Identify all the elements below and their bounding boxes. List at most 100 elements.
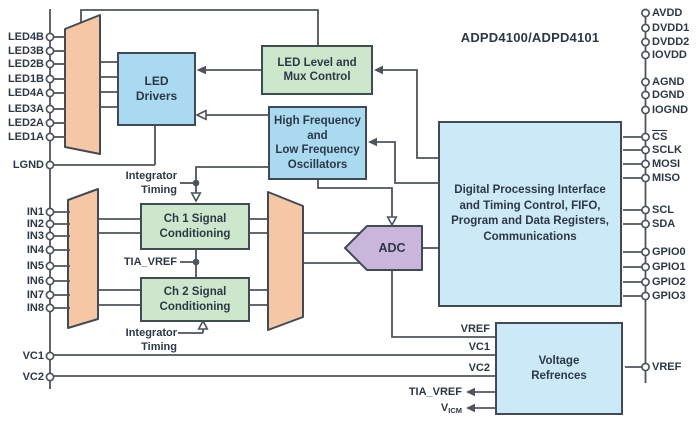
pin-sda (641, 219, 650, 229)
wire-inmux-to-ch2 (98, 289, 140, 306)
wire-ch1-to-outmux (250, 218, 268, 234)
arrow-into-ch1-top (190, 192, 202, 203)
wire-lgnd (50, 126, 156, 166)
pin-label-in2: IN2 (2, 217, 44, 231)
pin-label-led1b: LED1B (2, 72, 44, 86)
pin-label-agnd: AGND (652, 75, 697, 89)
pin-label-in6: IN6 (2, 274, 44, 288)
vc2-wire-label: VC2 (468, 362, 490, 374)
pin-label-dgnd: DGND (652, 88, 697, 102)
wire-osc-to-adc (317, 180, 393, 218)
pin-label-text: IN4 (26, 244, 44, 256)
block-text-line: and Timing Control, FIFO, (459, 199, 601, 212)
wire-osc-to-ch1-timing (195, 166, 268, 194)
pin-label-text: GPIO0 (652, 246, 686, 258)
pin-label-mosi: MOSI (652, 157, 697, 171)
pin-label-led3a: LED3A (2, 102, 44, 116)
pin-label-iovdd: IOVDD (652, 48, 697, 62)
pin-gpio0 (641, 247, 650, 257)
junction-integrator-timing (192, 179, 200, 187)
block-text-line: Integrator (125, 327, 177, 339)
pin-label-text: IN6 (26, 275, 44, 287)
pin-label-text: IN1 (26, 206, 44, 218)
pin-label-gpio0: GPIO0 (652, 245, 697, 259)
arrow-into-leddrivers-bottom (195, 109, 207, 121)
block-text-line: Refrences (531, 369, 587, 382)
pin-label-text: LED1A (7, 131, 44, 143)
block-text-line: LED (144, 74, 169, 88)
pin-vc1 (45, 351, 55, 361)
junction-tia-vref (192, 258, 200, 266)
pin-label-led1a: LED1A (2, 130, 44, 144)
pin-label-text: IN2 (26, 218, 44, 230)
pin-miso (641, 173, 650, 183)
block-text-line: Mux Control (283, 71, 351, 83)
pin-label-text: CS (652, 131, 668, 143)
pin-gpio2 (641, 277, 650, 287)
block-text-line: LED Level and (277, 56, 357, 69)
pin-label-text: LED3B (7, 45, 44, 57)
pin-in6 (45, 276, 55, 286)
pin-label-vc1: VC1 (2, 349, 44, 363)
wire-vref (391, 270, 495, 338)
pin-sclk (641, 145, 650, 155)
pin-in7 (45, 290, 55, 300)
pin-label-text: IN5 (26, 260, 44, 272)
pin-label-led2a: LED2A (2, 116, 44, 130)
arrow-into-leddrivers-top (196, 65, 206, 75)
pin-label-sda: SDA (652, 217, 697, 231)
adc-block (344, 225, 423, 271)
block-text-line: Drivers (135, 89, 178, 103)
pin-label-text: LED4B (7, 31, 44, 43)
pin-led4a (45, 88, 55, 98)
pin-label-text: DVDD2 (652, 36, 690, 48)
pin-label-text: GPIO2 (652, 276, 686, 288)
pin-label-text: VREF (652, 361, 682, 373)
pin-label-gpio1: GPIO1 (652, 260, 697, 274)
pin-label-text: IN8 (26, 302, 44, 314)
vicm-base: V (440, 402, 449, 414)
pin-in8 (45, 303, 55, 313)
adc-label: ADC (378, 241, 406, 255)
pin-label-text: MOSI (652, 158, 681, 170)
pin-led3a (45, 104, 55, 114)
pin-label-text: DVDD1 (652, 22, 690, 34)
pin-label-text: IN3 (26, 230, 44, 242)
block-text-line: Ch 1 Signal (163, 213, 227, 225)
block-text-line: Low Frequency (275, 144, 360, 156)
pin-label-text: LED4A (7, 87, 44, 99)
pin-label-gpio3: GPIO3 (652, 289, 697, 303)
pin-label-text: IN7 (26, 289, 44, 301)
block-text-line: Ch 2 Signal (163, 286, 227, 298)
pin-iovdd (641, 50, 650, 60)
pin-gpio1 (641, 262, 650, 272)
tia-vref-mid-label: TIA_VREF (123, 256, 177, 268)
pin-label-lgnd: LGND (2, 158, 44, 172)
block-text-line: Oscillators (287, 158, 348, 171)
pin-label-text: IOVDD (652, 49, 687, 61)
vicm-out-label: VICM (382, 401, 462, 418)
vref-wire-label: VREF (460, 323, 490, 335)
block-text-line: Conditioning (159, 300, 231, 313)
pin-in1 (45, 207, 55, 217)
pin-label-text: LED2A (7, 117, 44, 129)
tia-vref-out-label: TIA_VREF (408, 386, 462, 398)
wire-ch2-to-outmux (250, 289, 268, 306)
pin-label-text: AGND (652, 76, 685, 88)
block-text-line: Timing (141, 341, 177, 353)
block-text-line: Program and Data Registers, (451, 215, 609, 227)
input-mux (67, 188, 99, 329)
pin-led4b (45, 32, 55, 42)
pin-vc2 (45, 372, 55, 382)
wire-ledmux-outputs (100, 61, 117, 108)
pin-dgnd (641, 90, 650, 100)
pin-label-text: LED1B (7, 73, 44, 85)
pin-label-vc2: VC2 (2, 370, 44, 384)
pin-led1b (45, 74, 55, 84)
pin-label-text: LED2B (7, 58, 44, 70)
